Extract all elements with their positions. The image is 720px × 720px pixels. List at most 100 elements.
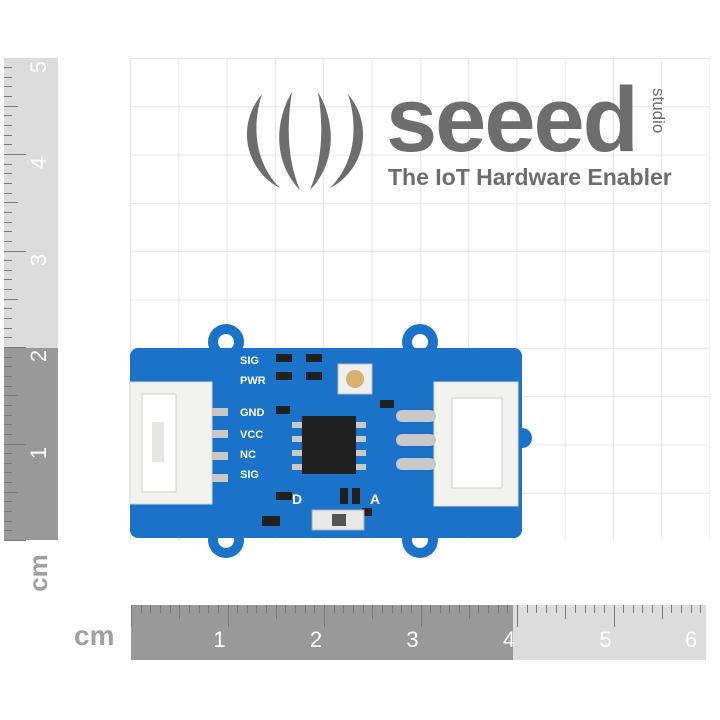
horizontal-ruler-tick — [217, 605, 219, 613]
horizontal-ruler-tick — [449, 605, 451, 613]
horizontal-ruler-tick — [430, 605, 432, 613]
vertical-ruler-tick — [4, 433, 12, 435]
vertical-ruler-tick — [4, 240, 12, 242]
vertical-ruler-tick — [4, 491, 18, 493]
vertical-ruler-tick — [4, 221, 12, 223]
horizontal-ruler-tick — [700, 605, 702, 613]
vertical-ruler-tick — [4, 192, 12, 194]
vertical-ruler-tick — [4, 424, 12, 426]
horizontal-ruler-tick — [304, 605, 306, 613]
horizontal-ruler-tick — [507, 605, 509, 613]
vertical-ruler-tick — [4, 375, 12, 377]
vertical-ruler-tick — [4, 385, 12, 387]
horizontal-ruler-tick — [574, 605, 576, 613]
vertical-ruler-label: 3 — [26, 253, 51, 266]
horizontal-ruler-tick — [314, 605, 316, 613]
horizontal-ruler-tick — [352, 605, 354, 613]
vertical-ruler-tick — [4, 269, 12, 271]
vertical-ruler-label: 5 — [26, 60, 51, 73]
vertical-ruler-tick — [4, 443, 26, 445]
horizontal-ruler-tick — [237, 605, 239, 613]
brand-sub: studio — [649, 88, 668, 134]
vertical-ruler-tick — [4, 163, 12, 165]
horizontal-ruler-label: 2 — [309, 627, 323, 652]
horizontal-ruler-tick — [652, 605, 654, 613]
grove-sensor-board: SIG PWR GND VCC NC SIG D A — [126, 324, 538, 560]
seeed-leaf-icon — [246, 92, 364, 190]
label-pwr: PWR — [240, 375, 266, 387]
vertical-ruler-tick — [4, 462, 12, 464]
horizontal-ruler-tick — [603, 605, 605, 613]
vertical-ruler-tick — [4, 76, 12, 78]
vertical-ruler-tick — [4, 347, 26, 348]
horizontal-ruler-tick — [488, 605, 490, 613]
horizontal-ruler-label: 3 — [406, 627, 419, 652]
horizontal-ruler-tick — [343, 605, 345, 613]
label-sig-bottom: SIG — [240, 469, 259, 481]
label-switch-a: A — [370, 491, 380, 507]
vertical-ruler-tick — [4, 182, 12, 184]
vertical-ruler-tick — [4, 298, 18, 300]
vertical-ruler-tick — [4, 472, 12, 474]
vertical-ruler-tick — [4, 202, 18, 204]
horizontal-ruler-tick — [623, 605, 625, 613]
horizontal-ruler-tick — [594, 605, 596, 613]
vertical-ruler-tick — [4, 86, 12, 88]
vertical-ruler-tick — [4, 414, 12, 416]
vertical-ruler-tick — [4, 530, 12, 532]
horizontal-ruler-tick — [150, 605, 152, 613]
horizontal-ruler-tick — [179, 605, 181, 619]
vertical-ruler-tick — [4, 327, 12, 329]
horizontal-ruler-tick — [372, 605, 374, 619]
vertical-ruler-label: 2 — [26, 349, 51, 363]
horizontal-ruler-tick — [671, 605, 673, 613]
vertical-ruler-tick — [4, 250, 26, 252]
horizontal-ruler-tick — [198, 605, 200, 613]
horizontal-ruler-tick — [256, 605, 258, 613]
vertical-ruler-tick — [4, 260, 12, 262]
brand-tagline: The IoT Hardware Enabler — [388, 164, 672, 190]
vertical-ruler-tick — [4, 67, 12, 69]
brand-wordmark: seeed — [386, 69, 639, 171]
vertical-ruler-tick — [4, 540, 26, 541]
horizontal-ruler-tick — [517, 605, 518, 627]
label-nc: NC — [240, 449, 256, 461]
horizontal-ruler-tick — [285, 605, 287, 613]
horizontal-ruler-tick — [681, 605, 683, 613]
horizontal-ruler-tick — [545, 605, 547, 613]
horizontal-ruler-tick — [661, 605, 663, 619]
horizontal-ruler-dark-section — [131, 605, 513, 660]
vertical-ruler-tick — [4, 511, 12, 513]
vertical-ruler-tick — [4, 125, 12, 127]
vertical-ruler-tick — [4, 501, 12, 503]
horizontal-ruler-tick — [227, 605, 229, 627]
horizontal-ruler-label: 4 — [502, 627, 516, 652]
horizontal-ruler-tick — [526, 605, 528, 613]
vertical-ruler-label: 1 — [26, 446, 51, 459]
vertical-ruler-tick — [4, 318, 12, 320]
horizontal-ruler-label: 6 — [684, 627, 698, 652]
vertical-ruler-tick — [4, 453, 12, 455]
horizontal-ruler-tick — [391, 605, 393, 613]
vertical-ruler-tick — [4, 395, 18, 397]
horizontal-ruler-label: 5 — [599, 627, 612, 652]
vertical-ruler-tick — [4, 105, 18, 107]
horizontal-ruler-tick — [439, 605, 441, 613]
label-switch-d: D — [292, 491, 302, 507]
horizontal-ruler-tick — [131, 605, 132, 627]
label-vcc: VCC — [240, 429, 263, 441]
horizontal-ruler-tick — [246, 605, 248, 613]
vertical-ruler-tick — [4, 96, 12, 98]
label-gnd: GND — [240, 407, 265, 419]
horizontal-ruler-tick — [140, 605, 142, 613]
horizontal-ruler-tick — [266, 605, 268, 613]
label-sig-top: SIG — [240, 355, 259, 367]
board-illustration: SIG PWR GND VCC NC SIG D A — [129, 324, 532, 558]
vertical-ruler-tick — [4, 154, 26, 155]
horizontal-ruler-tick — [555, 605, 557, 613]
horizontal-ruler-tick — [362, 605, 364, 613]
horizontal-ruler-tick — [497, 605, 499, 613]
vertical-ruler-tick — [4, 337, 12, 339]
